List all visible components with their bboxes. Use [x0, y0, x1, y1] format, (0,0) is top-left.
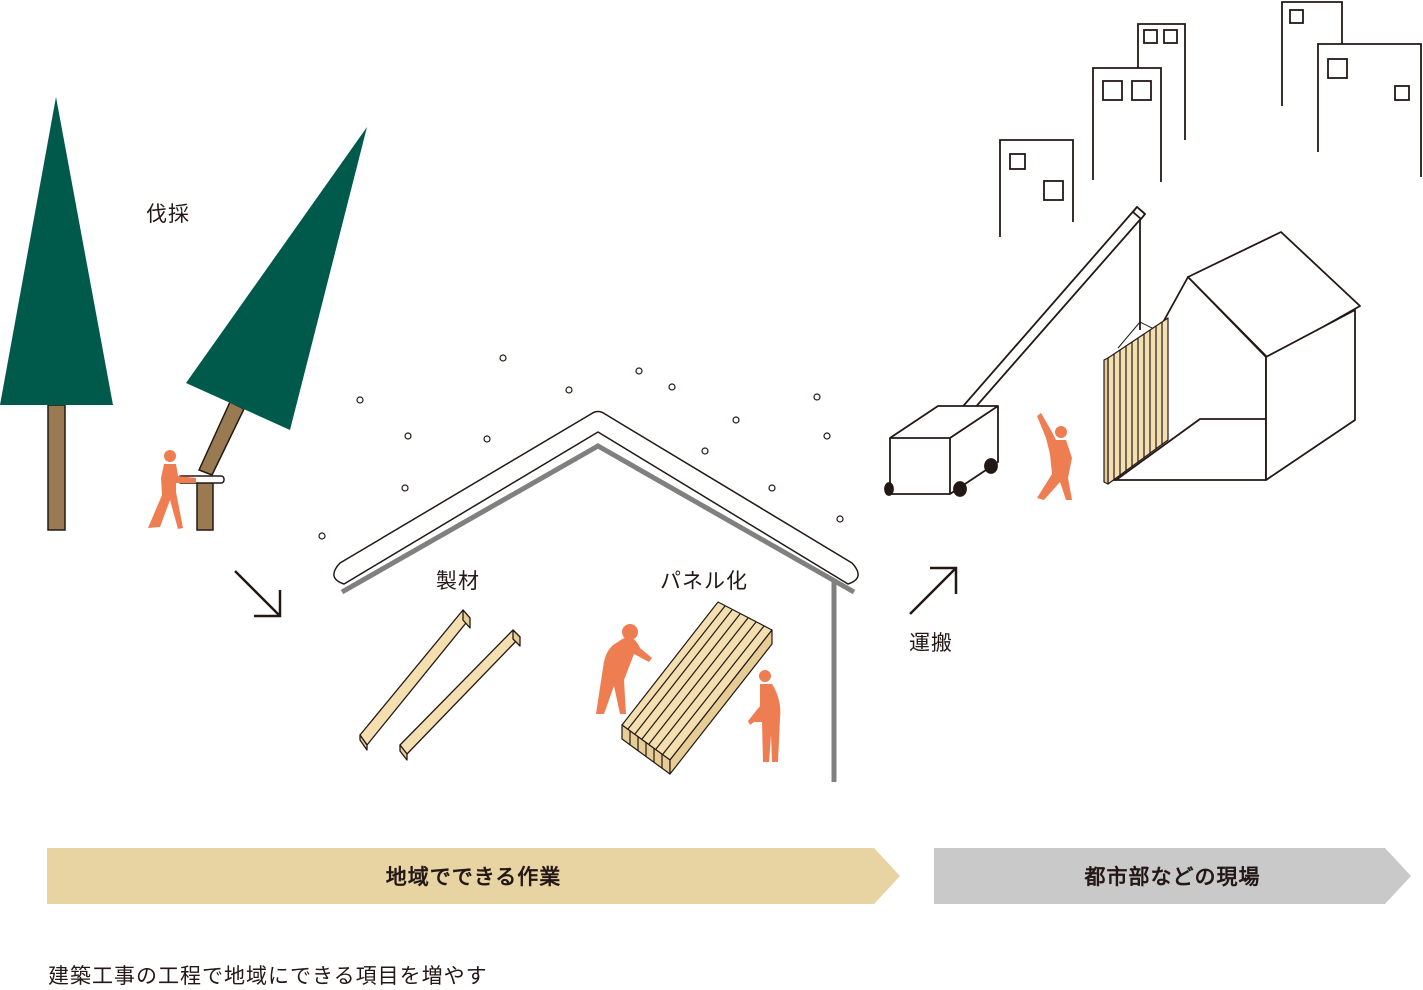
label-felling: 伐採: [146, 202, 190, 226]
crane-truck-icon: [884, 206, 1146, 497]
label-panelizing: パネル化: [660, 569, 748, 593]
label-sawing: 製材: [436, 569, 480, 593]
arrow-up-right-icon: [909, 566, 958, 615]
panel-worker-right-person-icon: [748, 670, 781, 762]
band-urban-label: 都市部などの現場: [1084, 865, 1261, 889]
snow-dots: [318, 354, 844, 540]
band-urban-site: 都市部などの現場: [934, 848, 1411, 904]
standing-tree-icon: [0, 97, 113, 531]
crane-operator-person-icon: [1037, 413, 1072, 500]
lumber-icon: [359, 609, 521, 761]
building-icon: [999, 1, 1422, 237]
falling-tree-icon: [177, 127, 367, 531]
wall-panel-icon: [1103, 317, 1169, 485]
panel-worker-left-person-icon: [596, 624, 652, 714]
caption: 建築工事の工程で地域にできる項目を増やす: [48, 964, 488, 988]
label-transport: 運搬: [909, 631, 953, 655]
arrow-down-right-icon: [234, 570, 282, 618]
band-local-label: 地域でできる作業: [385, 865, 562, 889]
workshop-roof-icon: [333, 410, 859, 782]
panel-icon: [621, 601, 773, 775]
band-local-work: 地域でできる作業: [47, 848, 900, 904]
felling-worker-person-icon: [148, 450, 196, 529]
